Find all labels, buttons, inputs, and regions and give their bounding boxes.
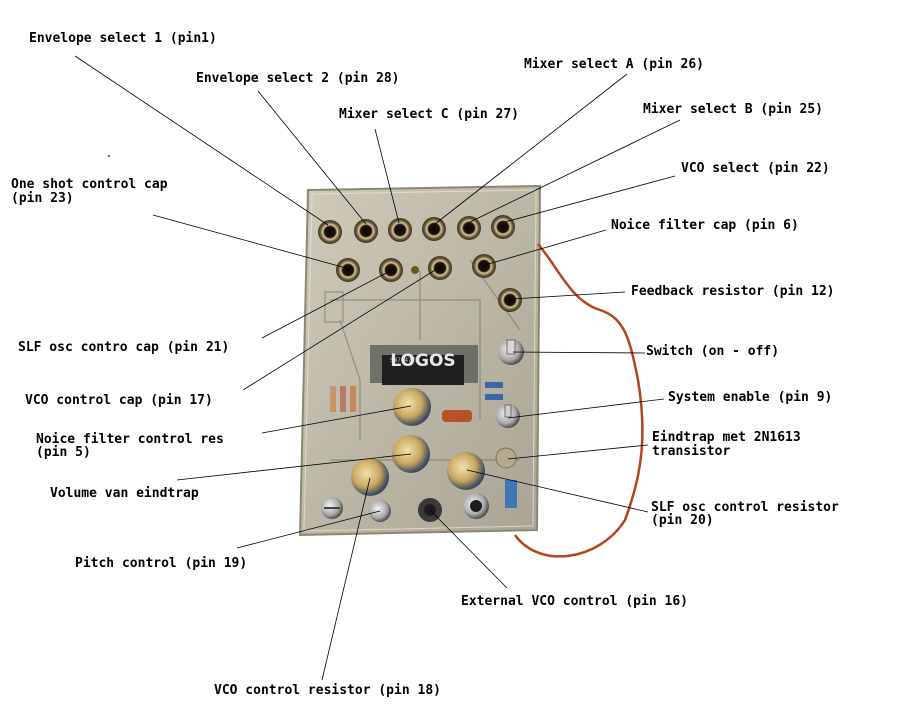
label-vco-select: VCO select (pin 22) — [681, 161, 830, 176]
label-pitch: Pitch control (pin 19) — [75, 556, 247, 571]
jack-noice-cap — [472, 254, 496, 278]
pot-slf-res — [447, 452, 485, 490]
led — [411, 266, 419, 274]
resistors — [330, 382, 517, 508]
label-vco-control-cap: VCO control cap (pin 17) — [25, 393, 213, 408]
label-eindtrap-line2: transistor — [652, 444, 730, 459]
label-feedback-resistor: Feedback resistor (pin 12) — [631, 284, 835, 299]
jacks-row-2 — [336, 254, 522, 312]
chip-part-text: SN76477N — [390, 357, 419, 364]
stray-dot — [108, 155, 110, 157]
jack-one-shot — [336, 258, 360, 282]
label-system-enable: System enable (pin 9) — [668, 390, 832, 405]
ic-chip: SN76477N LOGOS — [382, 351, 464, 385]
label-eindtrap-line1: Eindtrap met 2N1613 — [652, 430, 801, 445]
switch-toggle — [498, 339, 524, 365]
jack-mixer-a — [422, 217, 446, 241]
switch-system-enable — [496, 404, 520, 428]
callout-labels: Envelope select 1 (pin1) Envelope select… — [11, 31, 839, 698]
jack-envelope-2 — [354, 219, 378, 243]
label-mixer-select-a: Mixer select A (pin 26) — [524, 57, 704, 72]
label-noice-filter-cap: Noice filter cap (pin 6) — [611, 218, 799, 233]
label-vco-resistor: VCO control resistor (pin 18) — [214, 683, 441, 698]
jack-vco-select — [491, 215, 515, 239]
label-noice-res-line2: (pin 5) — [36, 445, 91, 460]
leader-lines — [74, 55, 681, 681]
label-one-shot-line1: One shot control cap — [11, 177, 168, 192]
jack-mixer-b — [457, 216, 481, 240]
pot-noice-res — [393, 388, 431, 426]
label-one-shot-line2: (pin 23) — [11, 191, 74, 206]
label-envelope-select-2: Envelope select 2 (pin 28) — [196, 71, 400, 86]
label-volume: Volume van eindtrap — [50, 486, 199, 501]
jack-envelope-1 — [318, 220, 342, 244]
jack-vco-cap — [428, 256, 452, 280]
jack-feedback — [498, 288, 522, 312]
label-envelope-select-1: Envelope select 1 (pin1) — [29, 31, 217, 46]
chip-brand-text: LOGOS — [390, 351, 455, 371]
label-slf-res-line2: (pin 20) — [651, 513, 714, 528]
label-switch: Switch (on - off) — [646, 344, 779, 359]
label-slf-res-line1: SLF osc control resistor — [651, 500, 839, 515]
label-slf-osc-cap: SLF osc contro cap (pin 21) — [18, 340, 229, 355]
label-mixer-select-c: Mixer select C (pin 27) — [339, 107, 519, 122]
jack-mixer-c — [388, 218, 412, 242]
label-mixer-select-b: Mixer select B (pin 25) — [643, 102, 823, 117]
red-wire — [513, 243, 644, 558]
label-noice-res-line1: Noice filter control res — [36, 432, 224, 447]
jack-slf-cap — [379, 258, 403, 282]
label-external-vco: External VCO control (pin 16) — [461, 594, 688, 609]
pot-pitch — [351, 458, 389, 496]
circuit-board: SN76477N LOGOS — [298, 184, 542, 537]
transistor — [495, 447, 517, 469]
